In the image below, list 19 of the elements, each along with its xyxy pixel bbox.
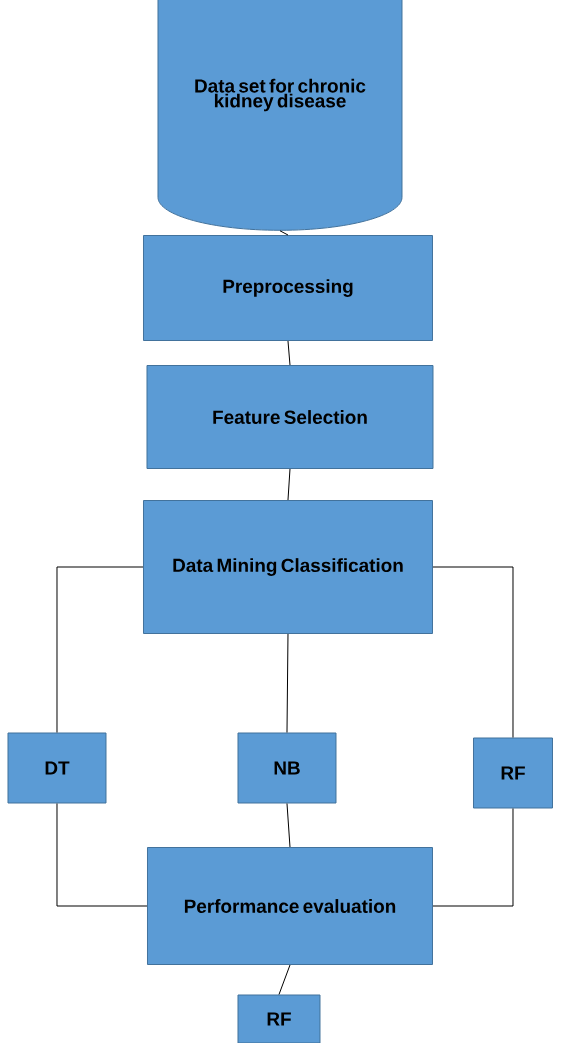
connector-line [56, 803, 148, 907]
process-box: NB [237, 732, 337, 804]
connector-line [278, 964, 291, 995]
connector-line [432, 808, 514, 907]
process-box: RF [237, 994, 321, 1043]
connector-line [287, 340, 291, 366]
connector-line [286, 633, 289, 733]
database-cylinder: Data set for chronic kidney disease [157, 0, 403, 231]
process-box: Performance evaluation [147, 847, 433, 965]
connector-line [56, 566, 144, 733]
process-box: RF [473, 737, 553, 809]
process-box: Data Mining Classification [143, 500, 433, 634]
connector-line [279, 230, 289, 236]
connector-line [432, 566, 514, 738]
process-box: Preprocessing [143, 235, 433, 341]
process-box: DT [7, 732, 107, 804]
connector-line [286, 803, 291, 848]
connector-line [287, 468, 291, 501]
process-box: Feature Selection [146, 365, 434, 469]
